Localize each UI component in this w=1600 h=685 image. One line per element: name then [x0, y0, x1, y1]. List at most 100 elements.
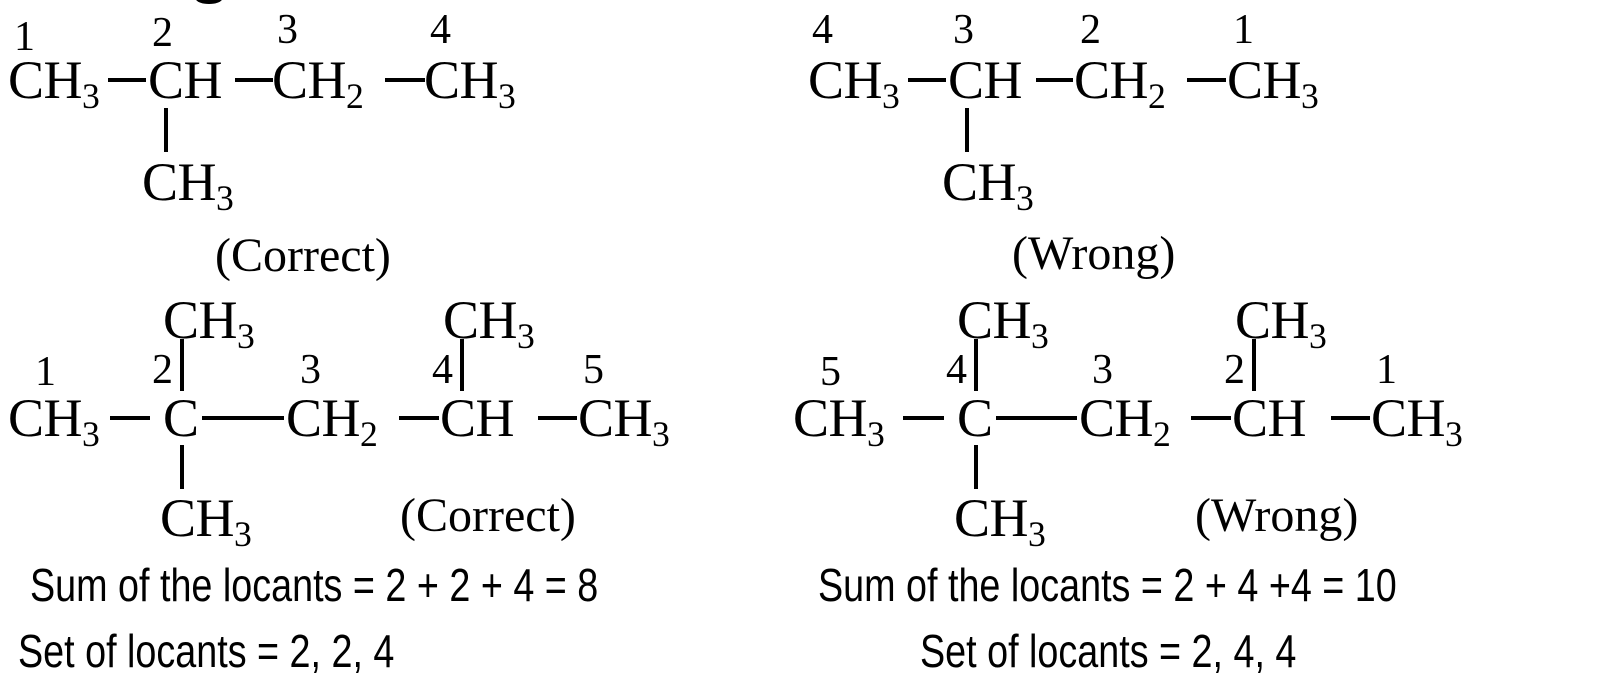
group-bottom-left-c5: CH3: [578, 391, 670, 453]
bond-bottom-right-c5-c4: [903, 416, 944, 420]
group-formula-main: CH: [1074, 50, 1149, 110]
group-formula-sub: 3: [237, 315, 255, 356]
group-bottom-right-c1: CH3: [1371, 391, 1463, 453]
verdict-bottom-right: (Wrong): [1195, 489, 1359, 542]
group-formula-sub: 3: [1028, 513, 1046, 554]
bond-bottom-right-c3-c2: [1191, 416, 1231, 420]
group-bottom-left-branch-c2-up: CH3: [163, 293, 255, 355]
summary-sum-right: Sum of the locants = 2 + 4 +4 = 10: [818, 559, 1397, 611]
group-formula-main: CH: [443, 290, 518, 350]
group-bottom-left-branch-c4-up: CH3: [443, 293, 535, 355]
group-formula-main: CH: [942, 152, 1017, 212]
bond-top-right-c3-c2: [1036, 78, 1073, 82]
locant-top-left-1: 1: [14, 14, 35, 60]
locant-bottom-right-1: 1: [1376, 347, 1397, 393]
locant-top-right-1: 1: [1233, 7, 1254, 53]
group-formula-sub: 3: [82, 413, 100, 454]
group-bottom-right-branch-c4-down: CH3: [954, 491, 1046, 553]
bond-top-left-c3-c4: [385, 78, 425, 82]
summary-sum-left: Sum of the locants = 2 + 2 + 4 = 8: [30, 559, 599, 611]
group-formula-main: CH: [808, 50, 883, 110]
group-top-left-branch-c2: CH3: [142, 155, 234, 217]
bond-bottom-right-c2-c1: [1331, 416, 1370, 420]
locant-top-right-4: 4: [812, 7, 833, 53]
group-formula-main: CH: [1079, 388, 1154, 448]
locant-bottom-left-1: 1: [35, 349, 56, 395]
structure-bottom-right: CH3 CH3 5 4 3 2 1 CH3 C CH2 CH CH3: [785, 285, 1600, 560]
group-formula-sub: 2: [1153, 413, 1171, 454]
group-formula-sub: 3: [517, 315, 535, 356]
group-formula-main: CH: [957, 290, 1032, 350]
bond-top-left-c2-c3: [235, 78, 273, 82]
locant-bottom-left-4: 4: [432, 347, 453, 393]
group-formula-main: CH: [160, 488, 235, 548]
group-top-right-c1: CH3: [1227, 53, 1319, 115]
group-formula-sub: 3: [82, 75, 100, 116]
group-formula-main: CH: [8, 388, 83, 448]
bond-bottom-left-c3-c4: [399, 416, 439, 420]
group-formula-main: CH: [8, 50, 83, 110]
group-formula-main: CH: [440, 388, 515, 448]
group-formula-main: CH: [272, 50, 347, 110]
locant-top-right-2: 2: [1080, 7, 1101, 53]
group-formula-sub: 3: [498, 75, 516, 116]
locant-bottom-right-4: 4: [946, 347, 967, 393]
bond-bottom-left-c2-branch-down: [180, 445, 184, 489]
locant-top-left-2: 2: [152, 10, 173, 56]
locant-bottom-right-3: 3: [1092, 347, 1113, 393]
group-top-right-c3: CH: [948, 50, 1023, 115]
bond-top-left-c2-branch: [164, 108, 168, 152]
group-formula-sub: 3: [234, 513, 252, 554]
group-formula-sub: 3: [216, 177, 234, 218]
bond-bottom-right-c2-branch-up: [1252, 339, 1256, 391]
group-formula-main: C: [957, 388, 993, 448]
group-formula-main: CH: [1232, 388, 1307, 448]
group-formula-main: CH: [142, 152, 217, 212]
group-formula-sub: 2: [360, 413, 378, 454]
group-formula-sub: 3: [1031, 315, 1049, 356]
locant-bottom-right-2: 2: [1224, 347, 1245, 393]
group-bottom-left-c2: C: [163, 391, 199, 453]
group-formula-sub: 3: [1301, 75, 1319, 116]
locant-top-left-4: 4: [430, 7, 451, 53]
bond-bottom-right-c4-branch-up: [974, 339, 978, 391]
bond-bottom-left-c4-branch-up: [460, 339, 464, 391]
group-bottom-right-c2: CH: [1232, 388, 1307, 453]
bond-bottom-left-c1-c2: [110, 416, 150, 420]
verdict-top-right: (Wrong): [1012, 227, 1176, 280]
group-top-right-c2: CH2: [1074, 53, 1166, 115]
group-formula-sub: 3: [1016, 177, 1034, 218]
group-top-left-c3: CH2: [272, 53, 364, 115]
group-formula-main: CH: [286, 388, 361, 448]
group-top-right-branch-c3: CH3: [942, 155, 1034, 217]
bond-top-left-c1-c2: [108, 78, 146, 82]
group-formula-main: CH: [148, 50, 223, 110]
group-bottom-left-c1: CH3: [8, 391, 100, 453]
group-formula-sub: 2: [1148, 75, 1166, 116]
group-formula-main: CH: [424, 50, 499, 110]
bond-bottom-right-c4-branch-down: [974, 445, 978, 489]
verdict-bottom-left: (Correct): [400, 489, 576, 542]
structure-top-left: 1 2 3 4 CH3 CH CH2 CH3 CH3 (Correct): [0, 0, 760, 285]
group-formula-main: CH: [578, 388, 653, 448]
group-bottom-left-c4: CH: [440, 388, 515, 453]
group-formula-sub: 2: [346, 75, 364, 116]
bond-bottom-left-c2-c3: [202, 416, 284, 420]
bond-bottom-left-c2-branch-up: [180, 339, 184, 391]
group-bottom-right-c5: CH3: [793, 391, 885, 453]
bond-top-right-c4-c3: [908, 78, 946, 82]
group-bottom-right-branch-c4-up: CH3: [957, 293, 1049, 355]
group-bottom-right-c4: C: [957, 391, 993, 453]
group-top-left-c2: CH: [148, 50, 223, 115]
group-bottom-left-branch-c2-down: CH3: [160, 491, 252, 553]
locant-top-left-3: 3: [277, 7, 298, 53]
group-formula-main: CH: [948, 50, 1023, 110]
group-formula-main: CH: [793, 388, 868, 448]
structure-bottom-left: CH3 CH3 1 2 3 4 5 CH3 C CH2 CH CH3: [0, 285, 770, 560]
verdict-top-left: (Correct): [215, 229, 391, 282]
group-formula-main: CH: [1371, 388, 1446, 448]
clipped-glyph-artifact: [196, 0, 222, 4]
locant-bottom-right-5: 5: [820, 349, 841, 395]
locant-bottom-left-2: 2: [152, 347, 173, 393]
